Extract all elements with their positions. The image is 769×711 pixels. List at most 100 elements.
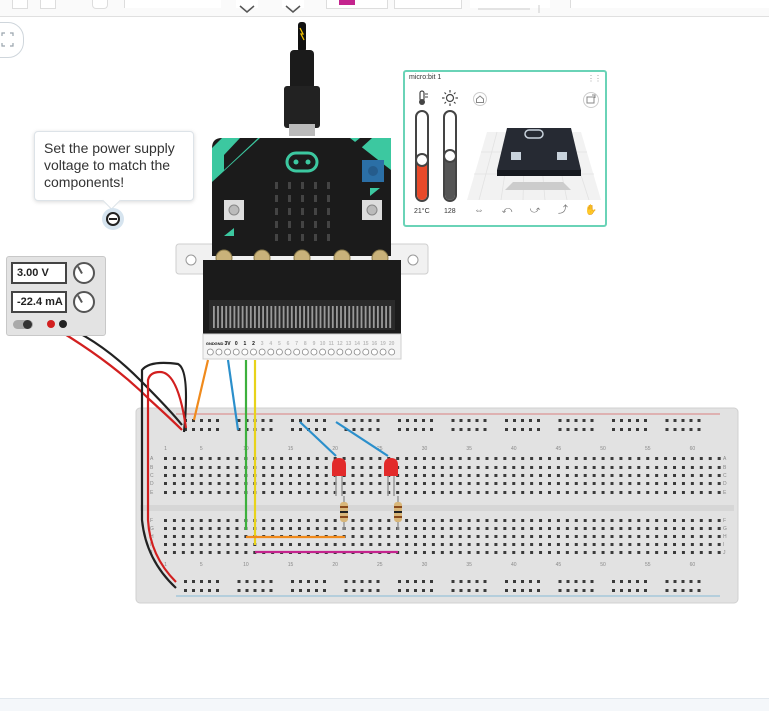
breadboard-hole <box>449 551 453 554</box>
rotate-view-icon[interactable] <box>583 92 599 108</box>
resistor-2[interactable] <box>394 496 402 530</box>
breadboard-hole <box>699 551 703 554</box>
breadboard[interactable]: 1155101015152020252530303535404045455050… <box>135 407 739 604</box>
rotate-right-icon[interactable] <box>282 0 304 13</box>
breadboard-hole <box>628 491 632 494</box>
rail-hole <box>467 580 471 583</box>
drag-handle-icon[interactable]: ⋮⋮ <box>587 74 602 83</box>
breadboard-hole <box>619 535 623 538</box>
rail-hole <box>344 580 348 583</box>
temperature-slider[interactable] <box>415 110 429 202</box>
breadboard-hole <box>271 482 275 485</box>
led-2[interactable] <box>384 458 398 496</box>
breadboard-hole <box>601 543 605 546</box>
voltage-knob[interactable] <box>73 262 95 284</box>
breadboard-hole <box>619 457 623 460</box>
wire-red[interactable] <box>47 323 183 431</box>
zoom-fit-button[interactable] <box>0 22 24 58</box>
light-slider[interactable] <box>443 110 457 202</box>
breadboard-hole <box>289 482 293 485</box>
rail-hole <box>291 428 294 431</box>
rail-hole <box>368 589 372 592</box>
led-1[interactable] <box>332 458 346 496</box>
resistor-1[interactable] <box>340 496 348 530</box>
breadboard-hole <box>521 474 525 477</box>
breadboard-hole <box>512 457 516 460</box>
rail-hole <box>636 428 639 431</box>
negative-terminal[interactable] <box>59 320 67 328</box>
toolbar-button[interactable] <box>40 0 56 9</box>
toolbar-button[interactable] <box>92 0 108 9</box>
breadboard-hole <box>476 466 480 469</box>
toolbar-button[interactable] <box>12 0 28 9</box>
rail-hole <box>566 428 570 431</box>
color-picker-button[interactable] <box>326 0 388 9</box>
breadboard-hole <box>583 457 587 460</box>
breadboard-hole <box>190 482 194 485</box>
rail-hole <box>620 419 623 422</box>
breadboard-hole <box>619 474 623 477</box>
matrix-led <box>327 234 330 241</box>
wire-black-rail[interactable] <box>140 361 188 589</box>
breadboard-hole <box>369 519 373 522</box>
breadboard-hole <box>494 491 498 494</box>
rail-hole <box>253 580 257 583</box>
pin-label: 16 <box>372 341 378 347</box>
edge-pin <box>352 306 355 328</box>
breadboard-hole <box>378 457 382 460</box>
power-switch[interactable] <box>13 320 33 329</box>
microbit-sim-panel[interactable]: micro:bit 1 ⋮⋮ 21°C 128 <box>403 70 607 227</box>
tilt-left-icon[interactable]: ⤺ <box>501 205 513 216</box>
breadboard-hole <box>217 543 221 546</box>
breadboard-hole <box>547 527 551 530</box>
pin-hole <box>224 348 231 356</box>
pin-hole <box>241 348 249 356</box>
breadboard-hole <box>369 527 373 530</box>
light-thumb[interactable] <box>445 149 455 163</box>
rail-hole <box>200 419 203 422</box>
tilt-right-icon[interactable]: ⤻ <box>529 205 541 216</box>
rail-hole <box>406 428 409 431</box>
power-supply[interactable]: 3.00 V -22.4 mA <box>6 256 106 336</box>
breadboard-hole <box>485 543 489 546</box>
rail-hole <box>628 419 631 422</box>
positive-terminal[interactable] <box>47 320 55 328</box>
rail-hole <box>665 419 669 422</box>
wire-blue[interactable] <box>226 359 240 431</box>
breadboard-hole <box>271 543 275 546</box>
breadboard-hole <box>414 466 418 469</box>
pin-label: 2 <box>252 341 255 347</box>
breadboard-hole <box>217 482 221 485</box>
temperature-thumb[interactable] <box>417 153 427 168</box>
rail-hole <box>529 419 532 422</box>
toolbar-arrows[interactable] <box>470 0 550 13</box>
row-letter: I <box>150 542 151 548</box>
breadboard-hole <box>369 466 373 469</box>
breadboard-hole <box>405 543 409 546</box>
current-knob[interactable] <box>73 291 95 313</box>
breadboard-hole <box>440 519 444 522</box>
shake-gesture-icon[interactable]: ⇔ <box>474 205 484 216</box>
wire-blue-led1[interactable] <box>299 421 337 457</box>
rotate-left-icon[interactable] <box>236 0 258 13</box>
toolbar-button[interactable] <box>394 0 462 9</box>
column-number: 40 <box>511 562 517 568</box>
freefall-icon[interactable]: ✋ <box>584 205 598 216</box>
breadboard-hole <box>360 527 364 530</box>
breadboard-hole <box>324 491 328 494</box>
usb-cable[interactable] <box>284 22 320 136</box>
wire-orange[interactable] <box>192 359 210 421</box>
rail-hole <box>459 580 463 583</box>
current-display: -22.4 mA <box>11 291 67 313</box>
breadboard-hole <box>628 535 632 538</box>
home-icon[interactable] <box>473 92 487 106</box>
breadboard-hole <box>664 519 668 522</box>
wire-blue-led2[interactable] <box>335 421 389 457</box>
tilt-up-icon[interactable]: ⤴ <box>558 205 568 216</box>
collapse-hint-icon[interactable] <box>102 208 124 230</box>
breadboard-hole <box>431 527 435 530</box>
breadboard-hole <box>190 527 194 530</box>
wire-red-rail[interactable] <box>146 370 188 583</box>
